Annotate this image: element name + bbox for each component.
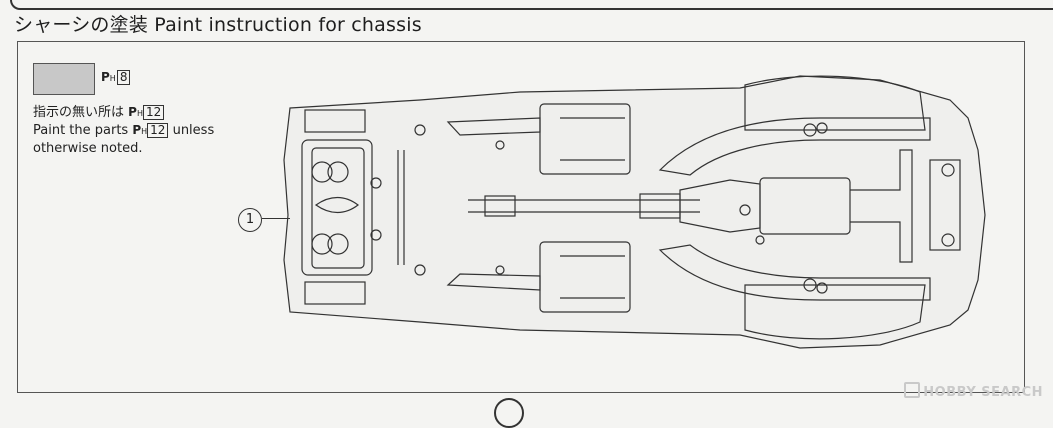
note-jp-text: 指示の無い所は	[33, 105, 125, 120]
paint-code-prefix: P	[101, 70, 110, 84]
top-border	[10, 0, 1053, 10]
note-paint-number: 12	[142, 105, 165, 120]
callout-leader-line	[262, 218, 290, 219]
next-step-marker	[494, 398, 524, 428]
part-callout: 1	[238, 208, 262, 232]
color-swatch	[33, 63, 95, 95]
hobby-search-logo-icon	[904, 382, 921, 398]
watermark: HOBBY SEARCH	[904, 382, 1043, 400]
chassis-drawing	[283, 75, 986, 349]
page-title: シャーシの塗装 Paint instruction for chassis	[14, 14, 422, 36]
paint-code-type: H	[109, 74, 116, 83]
note-p-code: P	[128, 105, 137, 119]
note-line-3: otherwise noted.	[33, 141, 143, 156]
watermark-text: HOBBY SEARCH	[923, 385, 1043, 400]
note-en-text: Paint the parts	[33, 123, 129, 138]
paint-code-number: 8	[116, 70, 131, 85]
instruction-frame	[17, 41, 1025, 393]
note-h-code: H	[136, 109, 143, 118]
note-paint-number-2: 12	[147, 123, 169, 138]
note-en-suffix: unless	[172, 123, 215, 138]
note-h-code-2: H	[141, 127, 148, 136]
note-p-code-2: P	[132, 123, 142, 137]
